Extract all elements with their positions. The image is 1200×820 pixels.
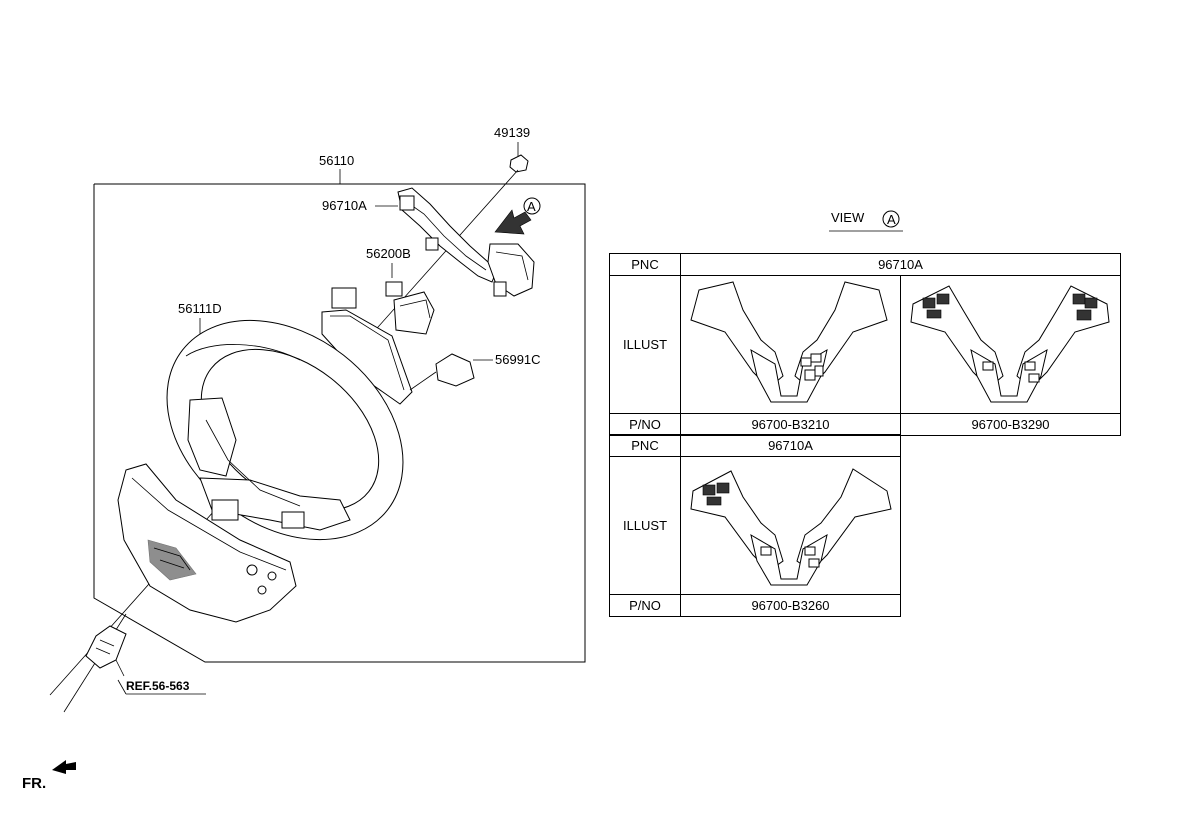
pno-label: P/NO [609,594,681,617]
nut-49139 [509,154,529,173]
part-table-1: PNC 96710A ILLUST [609,253,1121,436]
switch-illustration-96700-B3290 [910,285,1110,403]
pnc-value: 96710A [680,253,1121,276]
callout-96710A[interactable]: 96710A [322,198,367,213]
part-number-1[interactable]: 96700-B3210 [680,413,901,436]
callout-56991C[interactable]: 56991C [495,352,541,367]
part-number-2[interactable]: 96700-B3290 [900,413,1121,436]
callout-56111D[interactable]: 56111D [178,301,222,316]
steering-column [85,625,127,677]
callout-56110[interactable]: 56110 [319,153,354,168]
assembly-frame [93,183,586,663]
illust-label: ILLUST [609,456,681,595]
part-table-2: PNC 96710A ILLUST P/NO 96700-B3260 [609,434,901,617]
pno-label: P/NO [609,413,681,436]
view-label: VIEW [831,210,865,225]
illustration-cell [680,275,901,414]
illustration-cell [680,456,901,595]
view-arrow-icon [494,209,532,235]
callout-49139[interactable]: 49139 [494,125,530,140]
marker-a-circle [523,197,541,215]
steering-wheel-rim [166,319,404,541]
part-number-1[interactable]: 96700-B3260 [680,594,901,617]
view-marker-circle [882,210,900,228]
marker-a-label: A [527,199,536,214]
front-direction-label: FR. [22,775,46,792]
ref-label[interactable]: REF.56-563 [126,679,190,693]
illust-label: ILLUST [609,275,681,414]
switch-illustration-96700-B3260 [690,468,892,586]
lower-cover [117,463,297,623]
part-56200B [385,281,435,335]
pnc-value: 96710A [680,434,901,457]
switch-illustration-96700-B3210 [690,281,888,403]
pnc-label: PNC [609,434,681,457]
callout-56200B[interactable]: 56200B [366,246,411,261]
remote-control-switch [397,187,535,297]
pnc-label: PNC [609,253,681,276]
illustration-cell [900,275,1121,414]
front-arrow-icon [52,760,76,774]
view-marker: A [887,212,896,227]
